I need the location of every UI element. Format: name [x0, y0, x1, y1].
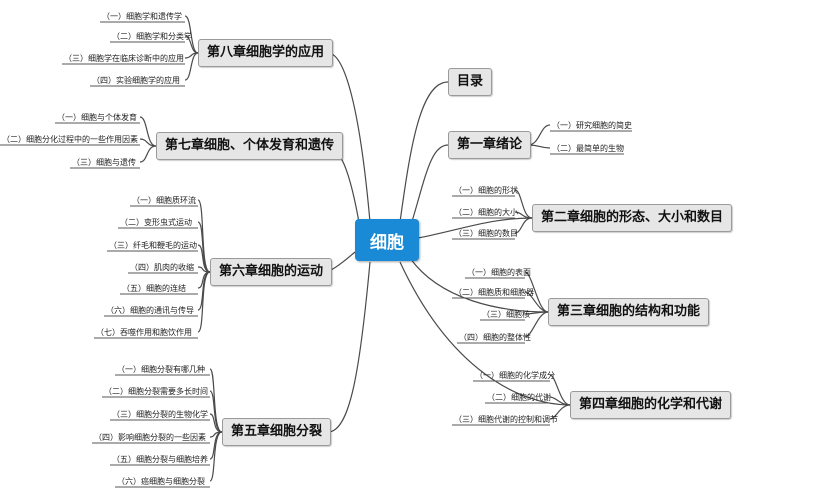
subtopic[interactable]: （三）细胞的数目: [454, 229, 518, 238]
topic-chapter-2-label: 第二章细胞的形态、大小和数目: [541, 210, 724, 225]
subtopic[interactable]: （三）细胞代谢的控制和调节: [454, 415, 558, 424]
branch-c8: [327, 52, 371, 223]
topic-chapter-1-label: 第一章绪论: [457, 137, 523, 152]
subtopic[interactable]: （五）细胞的连结: [122, 284, 186, 293]
topic-chapter-5[interactable]: 第五章细胞分裂: [222, 418, 332, 446]
subtopic[interactable]: （六）细胞的通讯与传导: [106, 306, 194, 315]
topic-toc-label: 目录: [457, 74, 484, 89]
topic-chapter-7[interactable]: 第七章细胞、个体发育和遗传: [156, 132, 344, 160]
topic-chapter-3-label: 第三章细胞的结构和功能: [557, 304, 701, 319]
topic-chapter-6-label: 第六章细胞的运动: [219, 264, 324, 279]
subtopic[interactable]: （一）研究细胞的简史: [552, 121, 632, 130]
subtopic[interactable]: （四）实验细胞学的应用: [92, 76, 180, 85]
subtopic[interactable]: （三）细胞与遗传: [72, 158, 136, 167]
subtopic[interactable]: （一）细胞与个体发育: [57, 113, 137, 122]
branch-c2: [417, 217, 533, 239]
topic-chapter-2[interactable]: 第二章细胞的形态、大小和数目: [532, 204, 733, 232]
branch-c3: [409, 257, 549, 313]
topic-chapter-4-label: 第四章细胞的化学和代谢: [579, 397, 723, 412]
branch-toc: [399, 81, 449, 223]
branch-c1: [409, 144, 449, 229]
subtopic[interactable]: （二）细胞的代谢: [487, 393, 551, 402]
subtopic[interactable]: （二）细胞分化过程中的一些作用因素: [2, 135, 138, 144]
subtopic[interactable]: （二）细胞学和分类学: [112, 32, 192, 41]
subtopic[interactable]: （四）细胞的整体性: [459, 333, 531, 342]
subtopic[interactable]: （六）癌细胞与细胞分裂: [117, 477, 205, 486]
subtopic[interactable]: （三）细胞学在临床诊断中的应用: [64, 54, 184, 63]
branch-c5: [327, 261, 371, 433]
subtopic[interactable]: （一）细胞的表面: [467, 268, 531, 277]
subtopic[interactable]: （一）细胞学和遗传学: [102, 12, 182, 21]
subtopic[interactable]: （一）细胞质环流: [132, 196, 196, 205]
subtopic[interactable]: （七）吞噬作用和胞饮作用: [96, 328, 192, 337]
subtopic[interactable]: （四）影响细胞分裂的一些因素: [94, 433, 206, 442]
branch-c4: [399, 261, 571, 406]
root-label: 细胞: [370, 232, 404, 253]
subtopic[interactable]: （四）肌肉的收缩: [130, 263, 194, 272]
subtopic[interactable]: （二）变形虫式运动: [120, 218, 192, 227]
topic-chapter-3[interactable]: 第三章细胞的结构和功能: [548, 298, 710, 326]
subtopic[interactable]: （三）细胞核: [482, 310, 530, 319]
subtopic[interactable]: （一）细胞的化学成分: [475, 371, 555, 380]
subtopic[interactable]: （一）细胞的形状: [454, 186, 518, 195]
subtopic[interactable]: （一）细胞分裂有哪几种: [117, 365, 205, 374]
root-topic[interactable]: 细胞: [355, 219, 419, 261]
topic-chapter-6[interactable]: 第六章细胞的运动: [210, 258, 333, 286]
subtopic[interactable]: （三）细胞分裂的生物化学: [112, 410, 208, 419]
topic-chapter-7-label: 第七章细胞、个体发育和遗传: [165, 138, 335, 153]
topic-toc[interactable]: 目录: [448, 68, 493, 96]
subtopic[interactable]: （三）纤毛和鞭毛的运动: [109, 241, 197, 250]
subtopic[interactable]: （二）最简单的生物: [552, 144, 624, 153]
topic-chapter-5-label: 第五章细胞分裂: [231, 424, 323, 439]
subtopic[interactable]: （二）细胞的大小: [454, 208, 518, 217]
subtopic[interactable]: （二）细胞质和细胞器: [454, 288, 534, 297]
subtopic[interactable]: （二）细胞分裂需要多长时间: [104, 387, 208, 396]
subtopic[interactable]: （五）细胞分裂与细胞培养: [112, 455, 208, 464]
topic-chapter-4[interactable]: 第四章细胞的化学和代谢: [570, 391, 732, 419]
topic-chapter-1[interactable]: 第一章绪论: [448, 131, 532, 159]
topic-chapter-8-label: 第八章细胞学的应用: [207, 45, 325, 60]
topic-chapter-8[interactable]: 第八章细胞学的应用: [198, 39, 334, 67]
